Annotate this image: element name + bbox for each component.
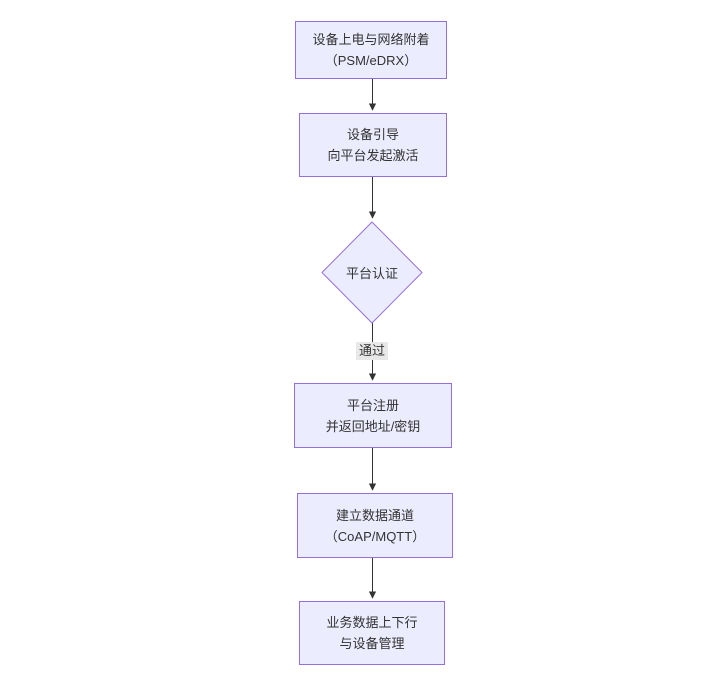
node-business: 业务数据上下行 与设备管理 xyxy=(299,601,445,665)
node-label: （CoAP/MQTT） xyxy=(324,528,426,544)
node-label: 平台注册 xyxy=(346,397,399,413)
node-data-channel: 建立数据通道 （CoAP/MQTT） xyxy=(297,493,453,558)
node-label: 向平台发起激活 xyxy=(327,148,419,163)
node-label: 与设备管理 xyxy=(339,636,405,651)
node-label: 建立数据通道 xyxy=(335,507,414,523)
node-register: 平台注册 并返回地址/密钥 xyxy=(294,383,452,448)
node-label: 业务数据上下行 xyxy=(326,615,418,630)
node-bootstrap: 设备引导 向平台发起激活 xyxy=(299,113,447,177)
node-label: 设备引导 xyxy=(346,127,399,142)
node-label: 并返回地址/密钥 xyxy=(325,418,421,434)
node-platform-auth: 平台认证 xyxy=(321,221,423,323)
node-power-attach: 设备上电与网络附着 （PSM/eDRX） xyxy=(295,21,447,79)
node-label: 设备上电与网络附着 xyxy=(312,32,430,47)
edge-label-pass: 通过 xyxy=(355,342,389,360)
node-label: （PSM/eDRX） xyxy=(324,53,418,68)
node-label: 平台认证 xyxy=(345,265,398,281)
